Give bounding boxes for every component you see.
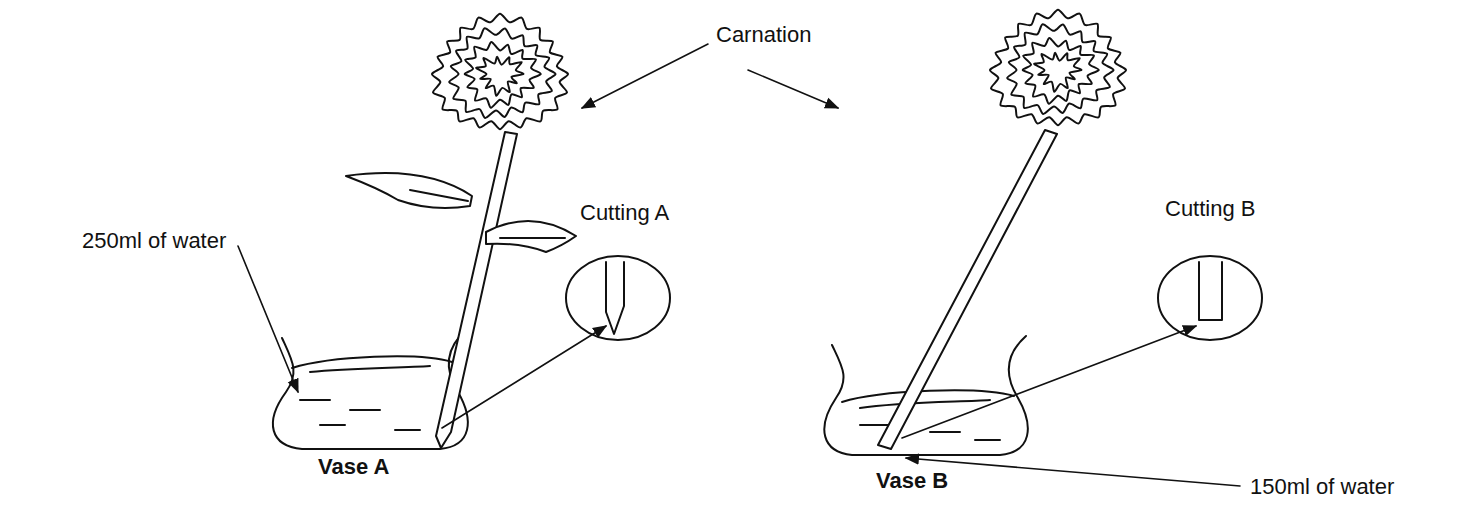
callout-label: Carnation [716, 22, 811, 48]
leaf [486, 221, 576, 252]
carnation-flower [432, 14, 568, 130]
leaf [346, 173, 472, 208]
petal-ring [476, 57, 523, 96]
inset-circle [566, 256, 670, 340]
inset-circle [1158, 256, 1262, 340]
petal-ring [432, 14, 568, 130]
petal-ring [1034, 53, 1081, 92]
cut-stem [606, 262, 624, 334]
stem [436, 132, 517, 448]
callout-label: 150ml of water [1250, 474, 1394, 500]
petal-ring [465, 42, 541, 108]
callout-label: 250ml of water [82, 228, 226, 254]
petal-ring [990, 10, 1126, 126]
stem [878, 130, 1057, 449]
petal-ring [1023, 38, 1099, 104]
carnation-flower [990, 10, 1126, 126]
water-surface [292, 356, 452, 430]
vase-label: Vase A [318, 454, 389, 480]
petal-ring [449, 28, 555, 118]
callout-label: Cutting A [580, 200, 669, 226]
cut-stem [1199, 262, 1222, 320]
water-surface [842, 390, 1014, 440]
callout-label: Cutting B [1165, 196, 1256, 222]
petal-ring [1007, 24, 1113, 114]
vase-label: Vase B [876, 468, 948, 494]
